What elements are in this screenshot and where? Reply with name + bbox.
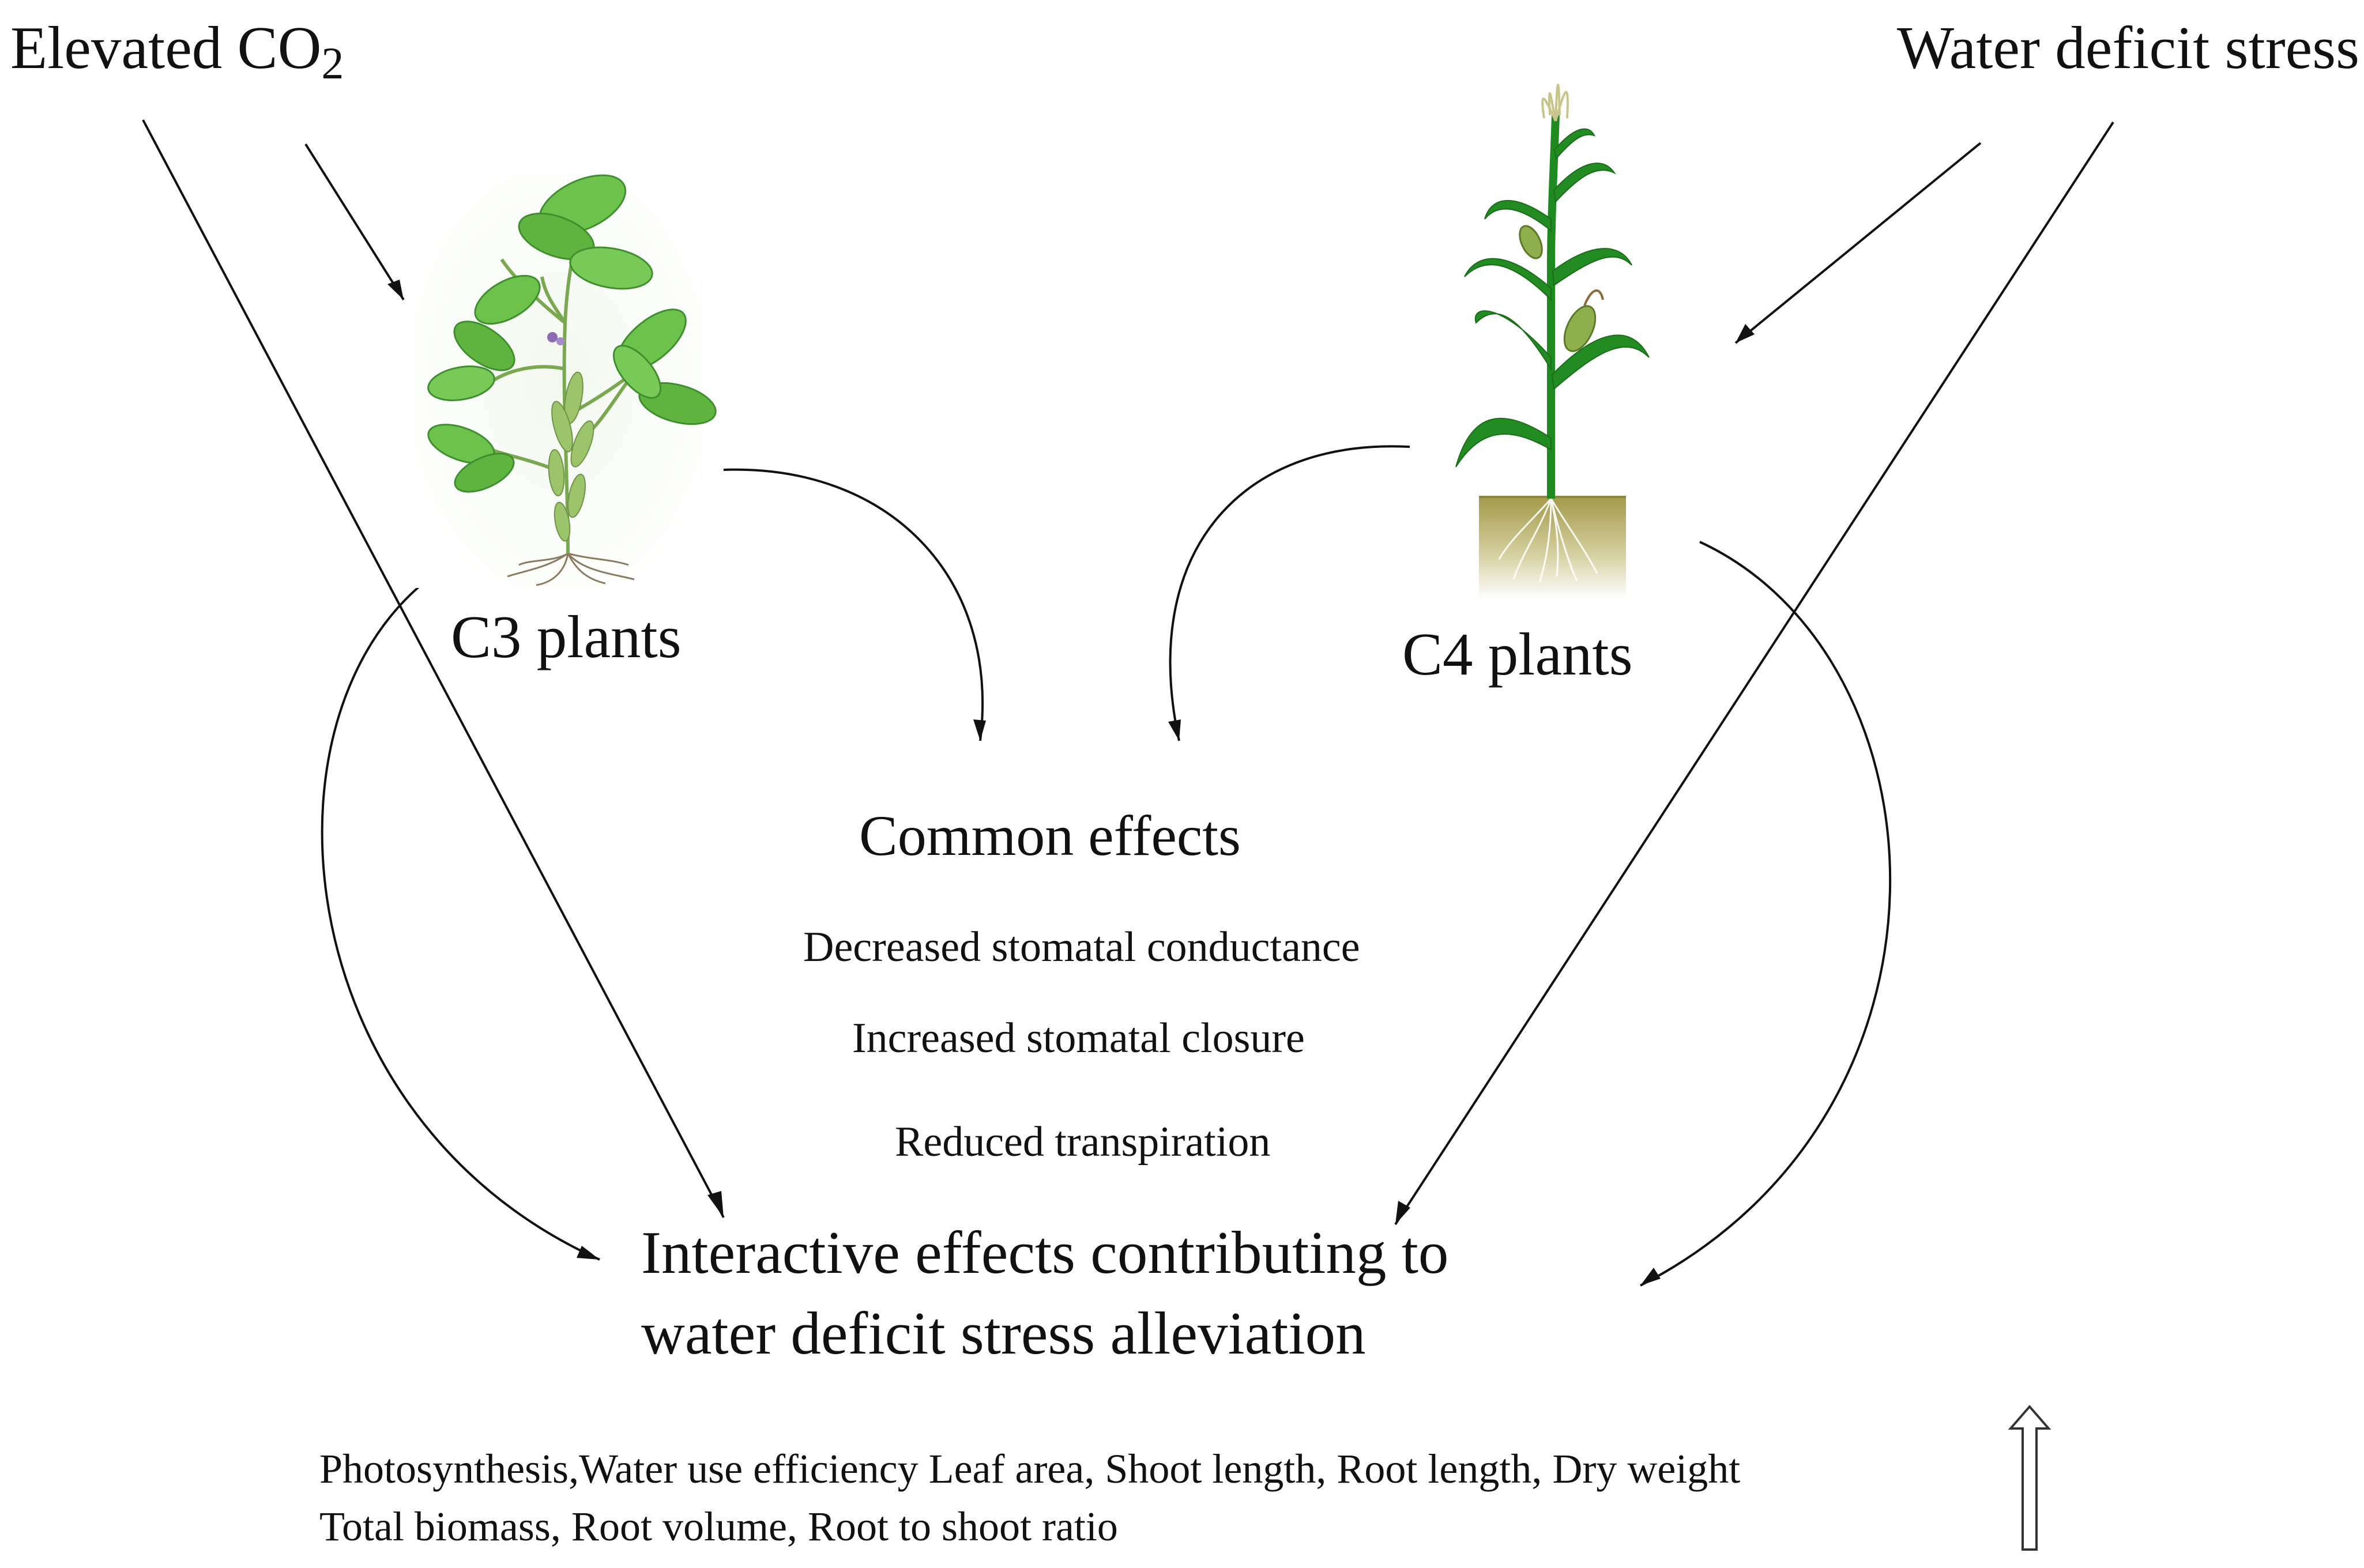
arrowhead <box>1736 324 1755 343</box>
c3-plants-label: C3 plants <box>451 603 682 670</box>
arrow-co2-to-interactive <box>142 119 725 1218</box>
hollow-up-arrow-icon <box>2008 1404 2051 1551</box>
arrow-co2-to-c3 <box>304 143 405 301</box>
increased-parameters-line2: Total biomass, Root volume, Root to shoo… <box>319 1503 1118 1550</box>
common-effect-item: Increased stomatal closure <box>852 1015 1305 1062</box>
soybean-plant-icon <box>415 173 717 588</box>
arrowhead <box>577 1246 600 1260</box>
c4-plants-label: C4 plants <box>1402 620 1633 688</box>
arrow-c4-to-common <box>1169 445 1410 741</box>
common-effects-heading: Common effects <box>859 804 1241 868</box>
arrow-c4-to-interactive <box>1640 541 1891 1287</box>
arrow-water-to-interactive <box>1394 121 2114 1226</box>
arrow-c3-to-common <box>723 468 984 741</box>
interactive-effects-title-line2: water deficit stress alleviation <box>641 1299 1366 1367</box>
arrowhead <box>973 719 986 741</box>
arrowhead <box>1395 1201 1410 1224</box>
water-deficit-stress-label: Water deficit stress <box>1896 14 2359 81</box>
common-effect-item: Reduced transpiration <box>895 1118 1271 1166</box>
maize-plant-icon <box>1455 84 1650 600</box>
arrow-c3-to-interactive <box>321 558 600 1261</box>
interactive-effects-title-line1: Interactive effects contributing to <box>641 1219 1449 1286</box>
arrow-water-to-c4 <box>1734 142 1982 344</box>
arrowhead <box>1168 719 1181 741</box>
arrowhead <box>1640 1268 1661 1286</box>
elevated-co2-label: Elevated CO2 <box>10 14 344 88</box>
arrowhead <box>387 280 404 300</box>
increased-parameters-line1: Photosynthesis,Water use efficiency Leaf… <box>319 1446 1741 1492</box>
arrowhead <box>707 1191 724 1218</box>
common-effect-item: Decreased stomatal conductance <box>803 924 1360 971</box>
